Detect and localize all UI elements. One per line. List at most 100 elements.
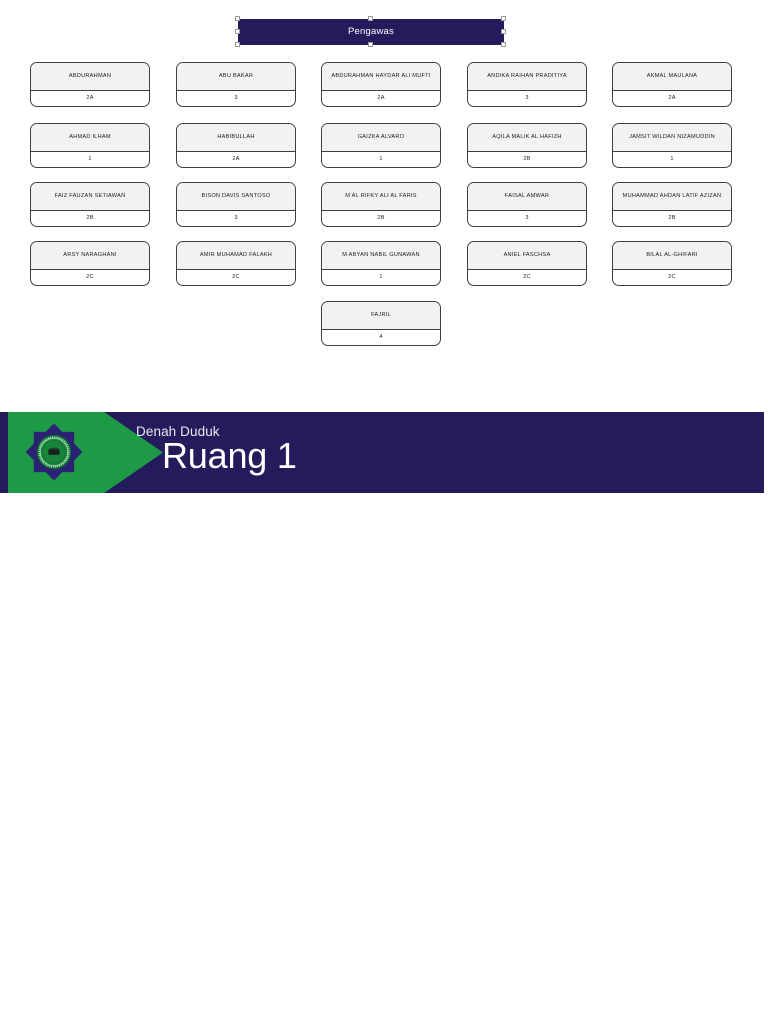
seat-name-area: ABDURAHMAN bbox=[31, 63, 149, 91]
seat-class-area: 3 bbox=[177, 91, 295, 106]
seat-student-name: BILAL AL-GHIFARI bbox=[646, 251, 698, 258]
seat-name-area: FAJRIL bbox=[322, 302, 440, 330]
seat-card[interactable]: FAIZ FAUZAN SETIAWAN 2B bbox=[30, 182, 150, 227]
seat-card[interactable]: BILAL AL-GHIFARI 2C bbox=[612, 241, 732, 286]
seat-student-name: AHMAD ILHAM bbox=[69, 133, 111, 140]
seat-class-area: 1 bbox=[31, 152, 149, 167]
banner-text-block: Denah Duduk Ruang 1 bbox=[136, 412, 536, 493]
seat-card[interactable]: ABU BAKAR 3 bbox=[176, 62, 296, 107]
seat-student-name: FAIZ FAUZAN SETIAWAN bbox=[54, 192, 126, 199]
seat-class-code: 2C bbox=[232, 273, 240, 280]
seat-student-name: ABDURAHMAN HAYDAR ALI MUFTI bbox=[331, 72, 431, 79]
seat-name-area: ABU BAKAR bbox=[177, 63, 295, 91]
seat-student-name: ABDURAHMAN bbox=[68, 72, 112, 79]
seat-class-area: 1 bbox=[322, 152, 440, 167]
seat-class-code: 1 bbox=[379, 273, 383, 280]
seat-card[interactable]: FAJRIL 4 bbox=[321, 301, 441, 346]
seat-class-code: 1 bbox=[88, 155, 92, 162]
seat-class-code: 3 bbox=[234, 94, 238, 101]
seat-name-area: JAMSIT WILDAN NIZAMUDDIN bbox=[613, 124, 731, 152]
seat-card[interactable]: AQILA MALIK AL HAFIZH 2B bbox=[467, 123, 587, 168]
seat-card[interactable]: ABDURAHMAN 2A bbox=[30, 62, 150, 107]
selection-handle-top-center[interactable] bbox=[368, 16, 373, 21]
seat-card[interactable]: M ABYAN NABIL GUNAWAN 1 bbox=[321, 241, 441, 286]
seat-class-code: 2A bbox=[377, 94, 385, 101]
seat-card[interactable]: GAIZKA ALVARO 1 bbox=[321, 123, 441, 168]
seat-name-area: ABDURAHMAN HAYDAR ALI MUFTI bbox=[322, 63, 440, 91]
banner-subtitle: Denah Duduk bbox=[136, 424, 220, 439]
selection-handle-middle-right[interactable] bbox=[501, 29, 506, 34]
seat-student-name: AKMAL MAULANA bbox=[646, 72, 698, 79]
seat-class-area: 2B bbox=[468, 152, 586, 167]
supervisor-header-box[interactable]: Pengawas bbox=[238, 19, 504, 45]
seat-class-area: 2A bbox=[322, 91, 440, 106]
seat-class-area: 4 bbox=[322, 330, 440, 345]
seat-card[interactable]: ABDURAHMAN HAYDAR ALI MUFTI 2A bbox=[321, 62, 441, 107]
seat-class-area: 2A bbox=[613, 91, 731, 106]
seat-name-area: FAISAL AMWAR bbox=[468, 183, 586, 211]
seat-class-code: 2B bbox=[668, 214, 676, 221]
seat-name-area: ANDIKA RAIHAN PRADITIYA bbox=[468, 63, 586, 91]
selection-handle-bottom-right[interactable] bbox=[501, 42, 506, 47]
seat-class-area: 2B bbox=[31, 211, 149, 226]
seat-name-area: BISON DAVIS SANTOSO bbox=[177, 183, 295, 211]
seat-student-name: FAJRIL bbox=[371, 311, 391, 318]
seat-class-code: 2B bbox=[523, 155, 531, 162]
seat-name-area: MUHAMMAD AHDAN LATIF AZIZAN bbox=[613, 183, 731, 211]
seat-card[interactable]: AKMAL MAULANA 2A bbox=[612, 62, 732, 107]
seat-card[interactable]: AHMAD ILHAM 1 bbox=[30, 123, 150, 168]
selection-handle-middle-left[interactable] bbox=[235, 29, 240, 34]
seat-class-code: 2B bbox=[86, 214, 94, 221]
seat-class-area: 1 bbox=[322, 270, 440, 285]
seat-card[interactable]: JAMSIT WILDAN NIZAMUDDIN 1 bbox=[612, 123, 732, 168]
seat-student-name: MUHAMMAD AHDAN LATIF AZIZAN bbox=[622, 192, 722, 199]
seat-card[interactable]: ANDIKA RAIHAN PRADITIYA 3 bbox=[467, 62, 587, 107]
seat-class-code: 4 bbox=[379, 333, 383, 340]
seat-class-code: 3 bbox=[234, 214, 238, 221]
seat-student-name: ANDIKA RAIHAN PRADITIYA bbox=[487, 72, 567, 79]
seat-name-area: ARSY NARAGHANI bbox=[31, 242, 149, 270]
seat-name-area: AMIR MUHAMAD FALAKH bbox=[177, 242, 295, 270]
seat-class-code: 2B bbox=[377, 214, 385, 221]
seat-card[interactable]: M AL RIFKY ALI AL FARIS 2B bbox=[321, 182, 441, 227]
seat-student-name: ARSY NARAGHANI bbox=[63, 251, 117, 258]
seat-grid: ABDURAHMAN 2A ABU BAKAR 3 ABDURAHMAN HAYDAR … bbox=[0, 0, 768, 360]
seat-class-code: 2A bbox=[232, 155, 240, 162]
seat-name-area: FAIZ FAUZAN SETIAWAN bbox=[31, 183, 149, 211]
seat-name-area: M ABYAN NABIL GUNAWAN bbox=[322, 242, 440, 270]
seat-card[interactable]: BISON DAVIS SANTOSO 3 bbox=[176, 182, 296, 227]
seat-name-area: GAIZKA ALVARO bbox=[322, 124, 440, 152]
seat-class-code: 2C bbox=[668, 273, 676, 280]
seat-card[interactable]: FAISAL AMWAR 3 bbox=[467, 182, 587, 227]
seat-class-code: 3 bbox=[525, 94, 529, 101]
seat-card[interactable]: HABIBULLAH 2A bbox=[176, 123, 296, 168]
seat-class-area: 3 bbox=[177, 211, 295, 226]
seat-student-name: JAMSIT WILDAN NIZAMUDDIN bbox=[629, 133, 715, 140]
seat-card[interactable]: ARSY NARAGHANI 2C bbox=[30, 241, 150, 286]
seat-class-code: 1 bbox=[379, 155, 383, 162]
seat-class-code: 1 bbox=[670, 155, 674, 162]
supervisor-label: Pengawas bbox=[348, 26, 394, 38]
seat-name-area: AHMAD ILHAM bbox=[31, 124, 149, 152]
seat-name-area: M AL RIFKY ALI AL FARIS bbox=[322, 183, 440, 211]
seat-class-area: 2B bbox=[613, 211, 731, 226]
seat-card[interactable]: MUHAMMAD AHDAN LATIF AZIZAN 2B bbox=[612, 182, 732, 227]
seat-class-area: 2C bbox=[31, 270, 149, 285]
seat-name-area: BILAL AL-GHIFARI bbox=[613, 242, 731, 270]
seat-class-area: 2A bbox=[177, 152, 295, 167]
seat-name-area: AKMAL MAULANA bbox=[613, 63, 731, 91]
seat-card[interactable]: AMIR MUHAMAD FALAKH 2C bbox=[176, 241, 296, 286]
seat-class-code: 2C bbox=[523, 273, 531, 280]
seat-class-code: 3 bbox=[525, 214, 529, 221]
selection-handle-top-left[interactable] bbox=[235, 16, 240, 21]
selection-handle-top-right[interactable] bbox=[501, 16, 506, 21]
pondok-pesantren-emblem-icon bbox=[26, 424, 82, 480]
selection-handle-bottom-left[interactable] bbox=[235, 42, 240, 47]
selection-handle-bottom-center[interactable] bbox=[368, 42, 373, 47]
seat-name-area: AQILA MALIK AL HAFIZH bbox=[468, 124, 586, 152]
seat-class-code: 2A bbox=[86, 94, 94, 101]
seat-name-area: HABIBULLAH bbox=[177, 124, 295, 152]
seat-class-area: 2C bbox=[613, 270, 731, 285]
seat-class-area: 2B bbox=[322, 211, 440, 226]
